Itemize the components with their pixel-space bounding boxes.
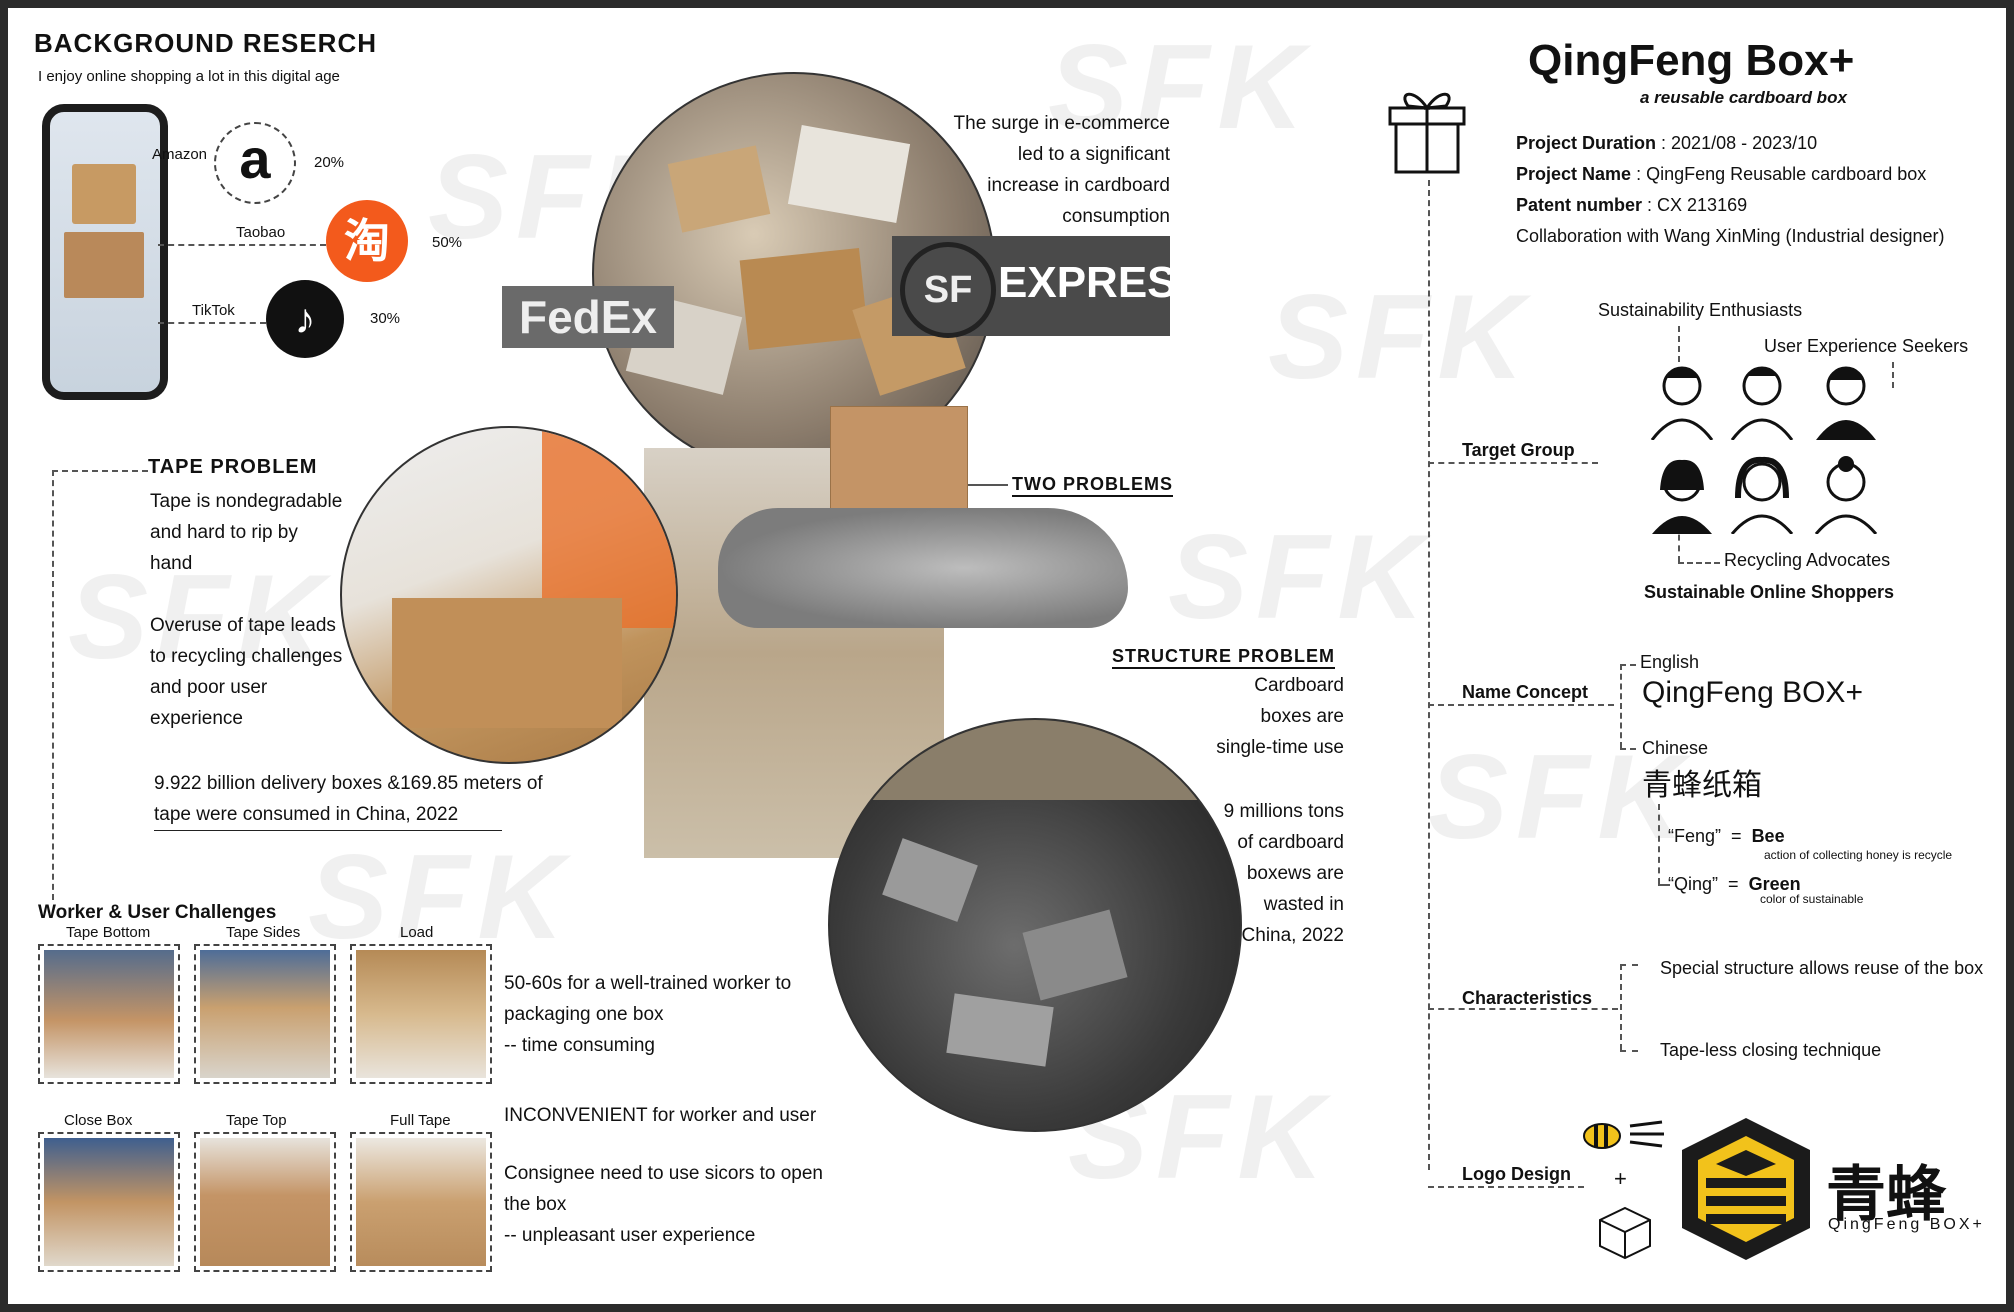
open-hand-photo — [718, 508, 1128, 628]
qing-note: color of sustainable — [1760, 892, 1864, 906]
project-subtitle: a reusable cardboard box — [1640, 88, 1847, 107]
person-icon — [1644, 360, 1720, 441]
characteristic-reuse: Special structure allows reuse of the bo… — [1660, 958, 1984, 978]
challenge-note-consignee: Consignee need to use sicors to open the… — [504, 1163, 823, 1246]
tiktok-logo-icon: ♪ — [266, 280, 344, 358]
bee-icon — [1574, 1112, 1670, 1156]
thumb-label: Close Box — [64, 1112, 133, 1129]
challenges-title: Worker & User Challenges — [38, 902, 277, 923]
thumb-close-box — [38, 1132, 180, 1272]
person-icon — [1808, 454, 1884, 535]
qing-meaning: “Qing” = Green — [1668, 874, 1801, 894]
target-sustainability: Sustainability Enthusiasts — [1598, 300, 1803, 320]
person-icon — [1644, 454, 1720, 534]
thumb-tape-bottom — [38, 944, 180, 1084]
parcel-box-photo — [830, 406, 968, 520]
watermark: SFK — [1168, 510, 1432, 644]
platform-taobao-label: Taobao — [236, 224, 286, 241]
platform-tiktok-percent: 30% — [370, 310, 401, 327]
shopping-bag-icon — [72, 164, 136, 224]
challenge-note-inconvenient: INCONVENIENT for worker and user — [504, 1105, 817, 1126]
project-title: QingFeng Box+ — [1528, 36, 1855, 85]
qingfeng-logo-icon — [1676, 1114, 1816, 1264]
tape-stat: 9.922 billion delivery boxes &169.85 met… — [154, 768, 554, 831]
chinese-name: 青蜂纸箱 — [1642, 769, 1762, 802]
characteristics-label: Characteristics — [1462, 988, 1593, 1008]
tape-problem-title: TAPE PROBLEM — [148, 456, 318, 478]
waste-bags-photo — [828, 718, 1242, 1132]
thumb-label: Tape Bottom — [66, 924, 151, 941]
poster-page: { "background": { "title": "BACKGROUND R… — [8, 8, 2006, 1304]
target-group-label: Target Group — [1462, 440, 1575, 460]
person-icon — [1724, 360, 1800, 441]
thumb-label: Tape Sides — [226, 924, 301, 941]
sf-express-logo: SF EXPRESS — [892, 236, 1206, 338]
thumb-label: Load — [400, 924, 434, 941]
fedex-logo: FedEx — [502, 286, 674, 348]
name-concept-label: Name Concept — [1462, 682, 1589, 702]
tape-problem-text: Tape is nondegradable and hard to rip by… — [150, 491, 343, 729]
phone-illustration — [42, 104, 168, 400]
background-subtitle: I enjoy online shopping a lot in this di… — [38, 68, 340, 85]
thumb-label: Tape Top — [226, 1112, 287, 1129]
feng-meaning: “Feng” = Bee — [1668, 826, 1785, 846]
chinese-label: Chinese — [1642, 738, 1709, 758]
thumb-tape-top — [194, 1132, 336, 1272]
gift-box-icon — [1384, 78, 1470, 176]
box-outline-icon — [1596, 1204, 1654, 1262]
thumb-tape-sides — [194, 944, 336, 1084]
english-label: English — [1640, 652, 1700, 672]
english-name: QingFeng BOX+ — [1642, 676, 1863, 709]
logo-plus: + — [1614, 1166, 1627, 1191]
thumb-full-tape — [350, 1132, 492, 1272]
project-info: Project Duration : 2021/08 - 2023/10 Pro… — [1516, 133, 1945, 246]
sf-logo-icon: SF — [900, 242, 996, 338]
structure-problem-text: Cardboard boxes are single-time use — [1216, 675, 1344, 758]
target-online-shoppers: Sustainable Online Shoppers — [1644, 582, 1895, 602]
person-icon — [1808, 360, 1884, 440]
two-problems-label: TWO PROBLEMS — [1012, 474, 1173, 497]
platform-amazon-label: Amazon — [152, 146, 208, 163]
feng-note: action of collecting honey is recycle — [1764, 848, 1953, 862]
logo-design-label: Logo Design — [1462, 1164, 1571, 1184]
ecommerce-note: The surge in e-commerce led to a signifi… — [953, 113, 1170, 227]
amazon-logo-icon: a — [214, 122, 296, 204]
platform-tiktok-label: TikTok — [192, 302, 235, 319]
thumb-load — [350, 944, 492, 1084]
taobao-logo-icon: 淘 — [326, 200, 408, 282]
target-recycling: Recycling Advocates — [1724, 550, 1891, 570]
characteristic-tapeless: Tape-less closing technique — [1660, 1040, 1882, 1060]
target-ux-seekers: User Experience Seekers — [1764, 336, 1969, 356]
taping-box-photo — [340, 426, 678, 764]
watermark: SFK — [1268, 270, 1532, 404]
background-title: BACKGROUND RESERCH — [34, 28, 378, 58]
parcel-box-icon — [64, 232, 144, 298]
challenge-note-time: 50-60s for a well-trained worker to pack… — [504, 973, 792, 1056]
structure-problem-title: STRUCTURE PROBLEM — [1112, 646, 1335, 669]
thumb-label: Full Tape — [390, 1112, 451, 1129]
platform-amazon-percent: 20% — [314, 154, 345, 171]
structure-stat: 9 millions tons of cardboard boxews are … — [1223, 801, 1344, 946]
logo-english-text: QingFeng BOX+ — [1828, 1216, 1985, 1233]
logo-chinese-text: 青蜂 — [1826, 1161, 1946, 1228]
person-icon — [1724, 454, 1800, 535]
platform-taobao-percent: 50% — [432, 234, 463, 251]
